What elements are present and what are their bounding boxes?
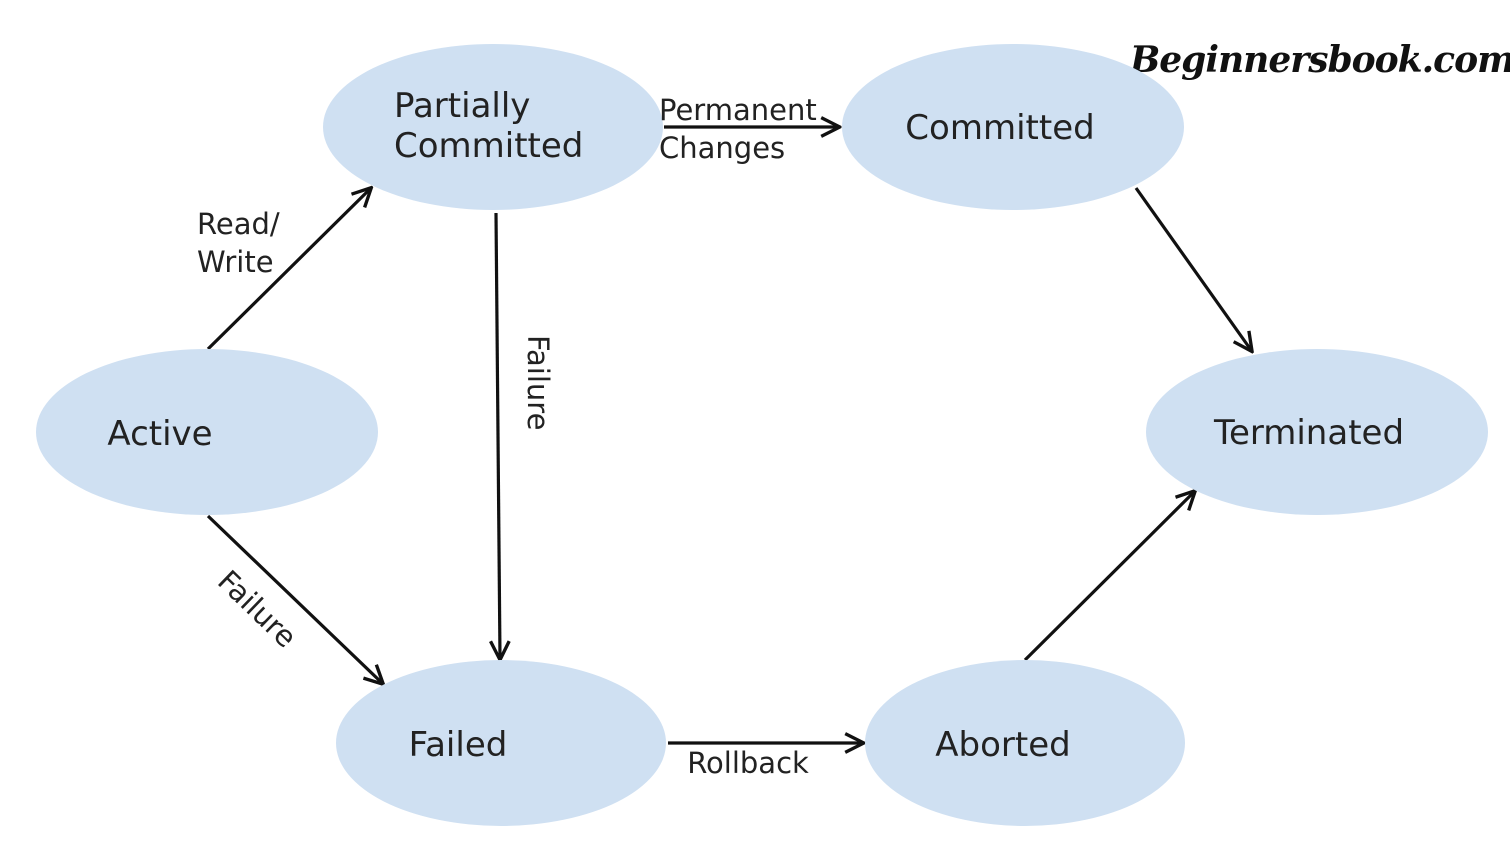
edge-aborted-to-terminated bbox=[1023, 492, 1194, 662]
transitions bbox=[206, 127, 1251, 743]
state-committed: Committed bbox=[842, 44, 1184, 210]
state-active: Active bbox=[36, 349, 378, 515]
state-partially-committed: Partially Committed bbox=[323, 44, 663, 210]
label-read-write-line2: Write bbox=[197, 245, 274, 279]
state-failed: Failed bbox=[336, 660, 666, 826]
label-rollback: Rollback bbox=[687, 746, 809, 780]
state-partially-committed-label: Partially bbox=[394, 86, 530, 126]
watermark-logo: Beginnersbook.com bbox=[1129, 39, 1510, 81]
state-committed-label: Committed bbox=[905, 108, 1094, 148]
label-failure-vertical: Failure bbox=[521, 335, 555, 430]
edge-committed-to-terminated bbox=[1134, 187, 1251, 350]
state-active-label: Active bbox=[107, 414, 212, 454]
label-permanent-changes: Permanent bbox=[659, 93, 817, 127]
state-failed-label: Failed bbox=[409, 725, 508, 765]
state-aborted-shape bbox=[865, 660, 1185, 826]
state-terminated-label: Terminated bbox=[1213, 413, 1404, 453]
state-partially-committed-shape bbox=[323, 44, 663, 210]
label-failure-diagonal: Failure bbox=[211, 564, 303, 655]
state-failed-shape bbox=[336, 660, 666, 826]
label-read-write: Read/ bbox=[197, 207, 280, 241]
edge-active-to-partially-committed bbox=[206, 189, 370, 351]
transition-labels: Read/ Write Permanent Changes Failure Fa… bbox=[197, 93, 817, 780]
edge-partially-committed-to-failed bbox=[496, 212, 500, 658]
state-committed-shape bbox=[842, 44, 1184, 210]
label-permanent-changes-line2: Changes bbox=[659, 131, 785, 165]
state-terminated-shape bbox=[1146, 349, 1488, 515]
edge-active-to-failed bbox=[206, 514, 382, 683]
state-aborted-label: Aborted bbox=[935, 725, 1070, 765]
state-terminated: Terminated bbox=[1146, 349, 1488, 515]
state-active-shape bbox=[36, 349, 378, 515]
state-aborted: Aborted bbox=[865, 660, 1185, 826]
state-partially-committed-label-line2: Committed bbox=[394, 126, 583, 166]
